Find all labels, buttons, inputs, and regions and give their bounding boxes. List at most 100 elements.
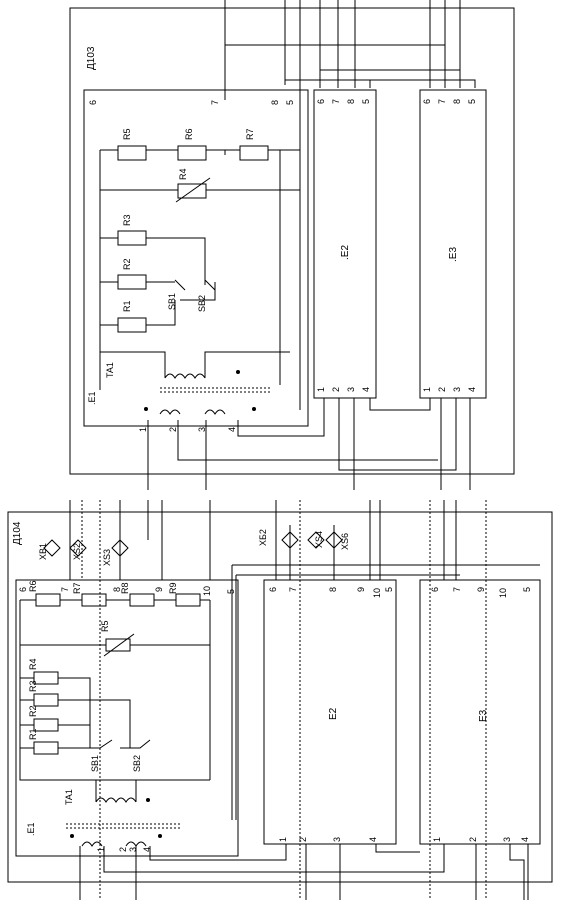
d103-e1-term-8: 8 [270, 100, 280, 105]
d104-e1-t5: 5 [226, 589, 236, 594]
d103-r1 [117, 317, 147, 333]
d103-r6-label: R6 [184, 128, 194, 140]
d104-sb2-label: SB2 [132, 755, 142, 772]
d104-r2-label: R2 [28, 705, 38, 717]
d104-r1 [33, 741, 59, 755]
d103-e1-term-6: 6 [88, 100, 98, 105]
d103-e3-block [419, 89, 487, 399]
d104-e2-t7: 7 [288, 587, 298, 592]
d103-e2-t5: 5 [361, 99, 371, 104]
d103-r6 [177, 145, 207, 161]
d104-t-1: 1 [96, 847, 106, 852]
d104-t-4: 4 [142, 847, 152, 852]
d103-r5 [117, 145, 147, 161]
d104-e2-t5: 5 [384, 587, 394, 592]
d104-e3-b3: 3 [502, 837, 512, 842]
d104-ta1-label: TA1 [64, 789, 74, 805]
d104-e3-t5: 5 [522, 587, 532, 592]
d103-e3-label: .E3 [448, 247, 459, 262]
d104-r3-label: R3 [28, 680, 38, 692]
d104-r6-label: R6 [28, 580, 38, 592]
d104-r7 [81, 593, 107, 607]
d103-r2-label: R2 [122, 258, 132, 270]
d103-sb2-label: SB2 [197, 295, 207, 312]
d103-e2-block [313, 89, 377, 399]
d103-dot-3 [252, 407, 256, 411]
d103-e2-b2: 2 [331, 387, 341, 392]
d103-dot-1 [236, 370, 240, 374]
d104-e2-b1: 1 [278, 837, 288, 842]
d104-r5 [105, 638, 131, 652]
d104-r8 [129, 593, 155, 607]
d104-e2-t10: 10 [372, 588, 382, 598]
d103-e2-b3: 3 [346, 387, 356, 392]
d104-r6 [35, 593, 61, 607]
d103-r1-label: R1 [122, 300, 132, 312]
d103-ta1-label: TA1 [105, 362, 115, 378]
d103-e1-term-7: 7 [210, 100, 220, 105]
d104-t-3: 3 [128, 847, 138, 852]
d104-e2-block [263, 579, 397, 845]
d103-t-3: 3 [197, 427, 207, 432]
d104-r5-label: R5 [100, 620, 110, 632]
d103-e2-t7: 7 [331, 99, 341, 104]
d104-e3-t9: 9 [476, 587, 486, 592]
d104-e2-b2: 2 [298, 837, 308, 842]
d104-e1-block [15, 579, 239, 857]
d104-e1-t6: 6 [18, 587, 28, 592]
d104-e2-label: E2 [328, 707, 339, 720]
d104-e2-b4: 4 [368, 837, 378, 842]
d104-e1-t7: 7 [60, 587, 70, 592]
d104-e2-b3: 3 [332, 837, 342, 842]
d103-e2-b1: 1 [316, 387, 326, 392]
d104-r9-label: R9 [168, 582, 178, 594]
d104-r4-label: R4 [28, 658, 38, 670]
d103-t-4: 4 [227, 427, 237, 432]
d103-e3-t5: 5 [467, 99, 477, 104]
d103-r7 [239, 145, 269, 161]
d103-e3-t6: 6 [422, 99, 432, 104]
d103-label: Д103 [86, 46, 97, 70]
d104-e3-t7: 7 [452, 587, 462, 592]
d104-dot-1 [146, 798, 150, 802]
d103-r3 [117, 230, 147, 246]
d104-label: Д104 [12, 521, 23, 545]
d104-sb1-label: SB1 [90, 755, 100, 772]
d103-e3-t8: 8 [452, 99, 462, 104]
d103-e1-label: .E1 [87, 391, 97, 405]
d103-e3-b4: 4 [467, 387, 477, 392]
d103-t-2: 2 [168, 427, 178, 432]
d104-r9 [175, 593, 201, 607]
d104-e1-t9: 9 [154, 587, 164, 592]
d104-xb2-label: XБ2 [258, 529, 268, 546]
d104-e2-t6: 6 [268, 587, 278, 592]
d104-diagram: Д104 .E1 TA1 6 7 8 9 10 5 R6 R7 R8 R9 R5… [7, 500, 553, 900]
d103-r7-label: R7 [245, 128, 255, 140]
d104-e1-t8: 8 [112, 587, 122, 592]
d104-e3-t10: 10 [498, 588, 508, 598]
d104-r1-label: R1 [28, 728, 38, 740]
d104-t-2: 2 [118, 847, 128, 852]
d104-e2-t8: 8 [328, 587, 338, 592]
d104-xs6-label: XS6 [340, 533, 350, 550]
d103-e3-b1: 1 [422, 387, 432, 392]
d104-xs2-label: XS2 [72, 543, 82, 560]
d103-e2-t6: 6 [316, 99, 326, 104]
d103-e1-term-5: 5 [285, 100, 295, 105]
d104-e3-t6: 6 [430, 587, 440, 592]
d104-r4 [33, 671, 59, 685]
d103-r4-label: R4 [178, 168, 188, 180]
d104-r7-label: R7 [72, 582, 82, 594]
d103-sb1-label: SB1 [167, 293, 177, 310]
d103-e3-b3: 3 [452, 387, 462, 392]
d104-e3-b1: 1 [432, 837, 442, 842]
d104-e3-label: E3 [478, 709, 489, 722]
d103-dot-2 [144, 407, 148, 411]
d103-e2-b4: 4 [361, 387, 371, 392]
d103-e1-block [83, 89, 309, 427]
d103-e3-b2: 2 [437, 387, 447, 392]
d103-r5-label: R5 [122, 128, 132, 140]
d104-dot-3 [158, 834, 162, 838]
d104-xs4-label: XS4 [314, 531, 324, 548]
